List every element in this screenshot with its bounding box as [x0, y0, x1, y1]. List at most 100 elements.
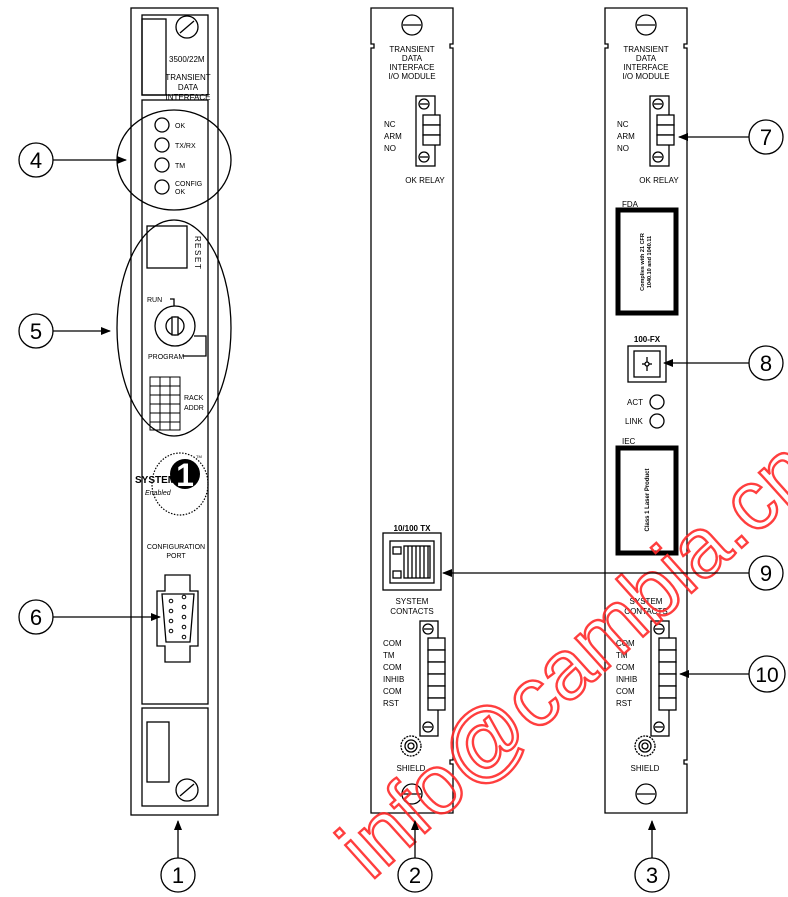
module-2-title-2: DATA [402, 54, 423, 63]
module-2-panel [370, 7, 454, 814]
callout-10: 10 [748, 655, 786, 693]
relay-nc-3: NC [617, 120, 629, 129]
module-1-title-2: DATA [178, 83, 199, 92]
module-3-title-4: I/O MODULE [622, 72, 669, 81]
callout-6-number: 6 [30, 605, 42, 630]
callout-7-number: 7 [760, 125, 772, 150]
addr-label: ADDR [184, 405, 204, 412]
ok-relay-label-3: OK RELAY [639, 176, 679, 185]
config-port-label-2: PORT [166, 553, 186, 560]
contact-pin-2-4: INHIB [383, 675, 404, 684]
contact-pin-3-3: COM [616, 663, 635, 672]
system-contacts-connector-3 [650, 620, 677, 737]
callout-3: 3 [634, 857, 670, 893]
fda-label: FDA [622, 200, 639, 209]
contact-pin-3-6: RST [616, 699, 632, 708]
ok-relay-connector-2 [415, 95, 441, 167]
iec-text: Class 1 Laser Product [645, 468, 651, 531]
screw-bottom-module-1 [175, 778, 199, 802]
logo-text: SYSTEM [135, 475, 176, 486]
relay-nc-2: NC [384, 120, 396, 129]
fiber-port-label: 100-FX [634, 335, 661, 344]
module-3-title-1: TRANSIENT [623, 45, 668, 54]
led-ok [154, 117, 170, 133]
callout-1-number: 1 [172, 863, 184, 888]
contact-pin-3-5: COM [616, 687, 635, 696]
shield-label-2: SHIELD [397, 764, 426, 773]
reset-button [146, 225, 188, 269]
key-switch [154, 298, 207, 357]
contact-pin-2-2: TM [383, 651, 395, 660]
system-contacts-3-line-2: CONTACTS [624, 607, 667, 616]
screw-top-module-1 [175, 15, 199, 39]
relay-arm-2: ARM [384, 132, 402, 141]
module-1-title-1: TRANSIENT [165, 73, 210, 82]
module-1-panel [130, 7, 219, 816]
reset-letter-1: R [193, 236, 202, 242]
logo-tm: TM [196, 454, 202, 459]
system-contacts-2-line-2: CONTACTS [390, 607, 433, 616]
system-contacts-connector-2 [419, 620, 446, 737]
relay-arm-3: ARM [617, 132, 635, 141]
callout-8: 8 [748, 345, 784, 381]
led-group [154, 117, 170, 195]
system-contacts-3-line-1: SYSTEM [630, 597, 663, 606]
contact-pin-2-3: COM [383, 663, 402, 672]
config-port-connector [156, 574, 199, 663]
module-2-title-3: INTERFACE [390, 63, 435, 72]
config-port-label-1: CONFIGURATION [147, 544, 205, 551]
reset-letter-4: E [193, 257, 202, 262]
system-1-logo: 1 SYSTEM Enabled TM [135, 452, 209, 516]
led-config-ok-label: OK [175, 189, 185, 196]
module-2-title-4: I/O MODULE [388, 72, 435, 81]
module-2-title-1: TRANSIENT [389, 45, 434, 54]
led-tm-label: TM [175, 163, 185, 170]
callout-8-number: 8 [760, 351, 772, 376]
iec-plate [615, 445, 679, 556]
eth-label: 10/100 TX [394, 524, 432, 533]
shield-terminal-3 [634, 735, 656, 757]
contact-pin-2-5: COM [383, 687, 402, 696]
config-port-pins [168, 594, 187, 640]
callout-5-number: 5 [30, 319, 42, 344]
led-txrx-label: TX/RX [175, 143, 196, 150]
relay-no-2: NO [384, 144, 396, 153]
rack-label: RACK [184, 395, 204, 402]
callout-9-number: 9 [760, 561, 772, 586]
led-link [649, 413, 665, 429]
screw-top-module-2 [401, 14, 423, 36]
iec-label: IEC [622, 437, 636, 446]
callout-6: 6 [18, 599, 54, 635]
fda-plate [615, 207, 679, 316]
screw-bottom-module-3 [635, 783, 657, 805]
contact-pin-3-4: INHIB [616, 675, 637, 684]
fda-text-1: Complies with 21 CFR [640, 233, 646, 291]
key-program-label: PROGRAM [148, 354, 184, 361]
callout-4: 4 [18, 142, 54, 178]
module-3-panel [604, 7, 688, 814]
led-config-ok [154, 179, 170, 195]
logo-sub: Enabled [145, 490, 172, 497]
module-3-title-2: DATA [636, 54, 657, 63]
key-run-label: RUN [147, 297, 162, 304]
ok-relay-label-2: OK RELAY [405, 176, 445, 185]
contact-pin-2-1: COM [383, 639, 402, 648]
act-label: ACT [627, 398, 643, 407]
rj45-port [382, 532, 442, 591]
callout-5-ring [116, 219, 232, 437]
ok-relay-connector-3 [649, 95, 675, 167]
reset-label: R E S E T [193, 236, 202, 269]
module-1-title-3: INTERFACE [166, 93, 211, 102]
contact-pin-3-1: COM [616, 639, 635, 648]
fiber-port [627, 345, 667, 383]
callout-leaders [53, 133, 749, 858]
callout-10-number: 10 [755, 664, 778, 687]
link-label: LINK [625, 417, 643, 426]
callout-4-ring [116, 109, 232, 211]
module-3-title-3: INTERFACE [624, 63, 669, 72]
relay-no-3: NO [617, 144, 629, 153]
contact-pin-3-2: TM [616, 651, 628, 660]
system-contacts-2-line-1: SYSTEM [396, 597, 429, 606]
callout-9: 9 [748, 555, 784, 591]
